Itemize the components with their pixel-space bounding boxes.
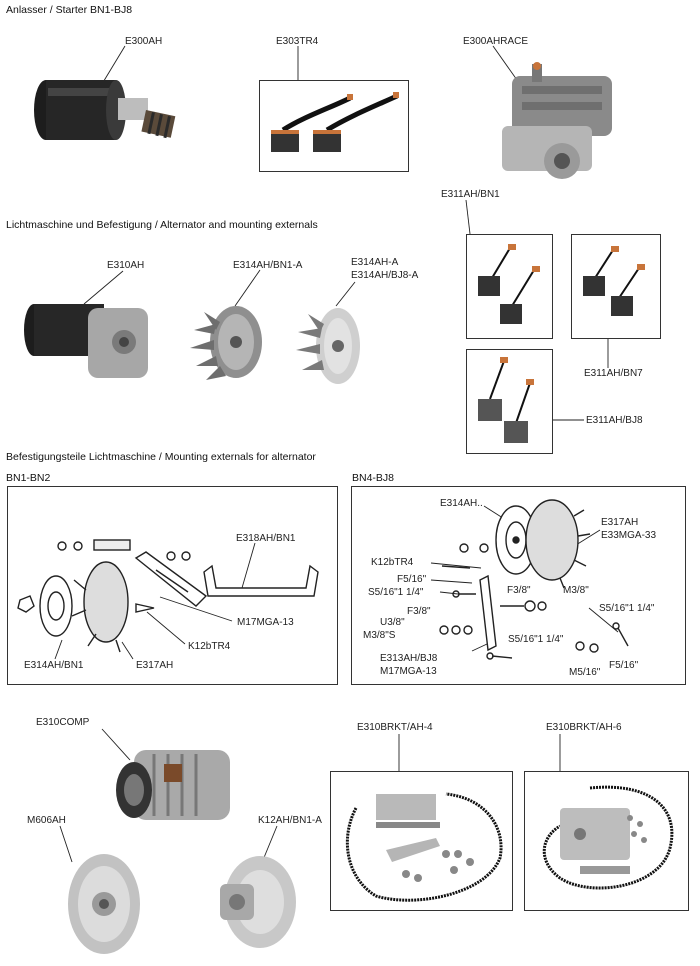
label-e310brkt-ah-4: E310BRKT/AH-4 <box>357 722 433 733</box>
label-m3-8: M3/8" <box>563 585 589 596</box>
alternator-image <box>116 750 230 820</box>
label-k12ah-bn1-a: K12AH/BN1-A <box>258 815 322 826</box>
brush-pair-bn1-image <box>478 244 540 324</box>
label-f3-8-a: F3/8" <box>507 585 531 596</box>
label-f5-16-b: F5/16" <box>609 660 639 671</box>
label-k12btr4: K12bTR4 <box>188 641 231 652</box>
bn4-bj8-diagram <box>439 499 629 660</box>
label-s5-16-114: S5/16"1 1/4" <box>368 587 424 598</box>
label-e313ah-bj8: E313AH/BJ8 <box>380 653 438 664</box>
label-e314ah-bj8-a: E314AH/BJ8-A <box>351 270 419 281</box>
brush-pair-bj8-image <box>478 357 534 443</box>
label-e318ah-bn1: E318AH/BN1 <box>236 533 296 544</box>
label-m5-16: M5/16" <box>569 667 601 678</box>
section-title-mounting: Befestigungsteile Lichtmaschine / Mounti… <box>6 451 316 463</box>
label-e317ah-b: E317AH <box>601 517 639 528</box>
label-e310ah: E310AH <box>107 260 145 271</box>
label-e314ah-bn1-a: E314AH/BN1-A <box>233 260 303 271</box>
race-starter-image <box>502 62 612 179</box>
fan-pulley-b-image <box>296 308 360 384</box>
label-e300ahrace: E300AHRACE <box>463 36 529 47</box>
label-k12btr4-b: K12bTR4 <box>371 557 414 568</box>
label-m17mga-13-b: M17MGA-13 <box>380 666 437 677</box>
label-f5-16: F5/16" <box>397 574 427 585</box>
label-e303tr4: E303TR4 <box>276 36 319 47</box>
label-e317ah: E317AH <box>136 660 174 671</box>
crank-pulley-image <box>68 854 140 954</box>
label-s5-16-114-b: S5/16"1 1/4" <box>508 634 564 645</box>
subsection-bn1-bn2: BN1-BN2 <box>6 472 51 484</box>
label-e311ah-bn1: E311AH/BN1 <box>441 189 500 200</box>
subsection-bn4-bj8: BN4-BJ8 <box>352 472 395 484</box>
label-e310brkt-ah-6: E310BRKT/AH-6 <box>546 722 622 733</box>
label-f3-8-b: F3/8" <box>407 606 431 617</box>
fan-pulley-a-image <box>190 306 262 380</box>
label-e314ah-dots: E314AH.. <box>440 498 483 509</box>
label-m17mga-13: M17MGA-13 <box>237 617 294 628</box>
dynamo-image <box>24 304 148 378</box>
label-e314ah-bn1: E314AH/BN1 <box>24 660 84 671</box>
label-e311ah-bj8: E311AH/BJ8 <box>586 415 643 426</box>
label-e314ah-a: E314AH-A <box>351 257 399 268</box>
label-m3-8-s: M3/8"S <box>363 630 396 641</box>
label-e300ah: E300AH <box>125 36 163 47</box>
section-title-starter: Anlasser / Starter BN1-BJ8 <box>6 4 133 16</box>
label-e311ah-bn7: E311AH/BN7 <box>584 368 643 379</box>
label-m606ah: M606AH <box>27 815 66 826</box>
bn1-bn2-diagram <box>17 539 319 653</box>
brush-set-image <box>271 92 399 152</box>
drive-pulley-image <box>220 856 296 948</box>
label-s5-16-114-c: S5/16"1 1/4" <box>599 603 655 614</box>
bracket-kit-6-image <box>542 785 674 890</box>
brush-pair-bn7-image <box>583 246 645 316</box>
starter-motor-image <box>34 80 176 140</box>
section-title-alternator: Lichtmaschine und Befestigung / Alternat… <box>6 219 318 231</box>
label-u3-8: U3/8" <box>380 617 405 628</box>
bracket-kit-4-image <box>345 792 503 902</box>
label-e310comp: E310COMP <box>36 717 90 728</box>
label-e33mga-33: E33MGA-33 <box>601 530 657 541</box>
